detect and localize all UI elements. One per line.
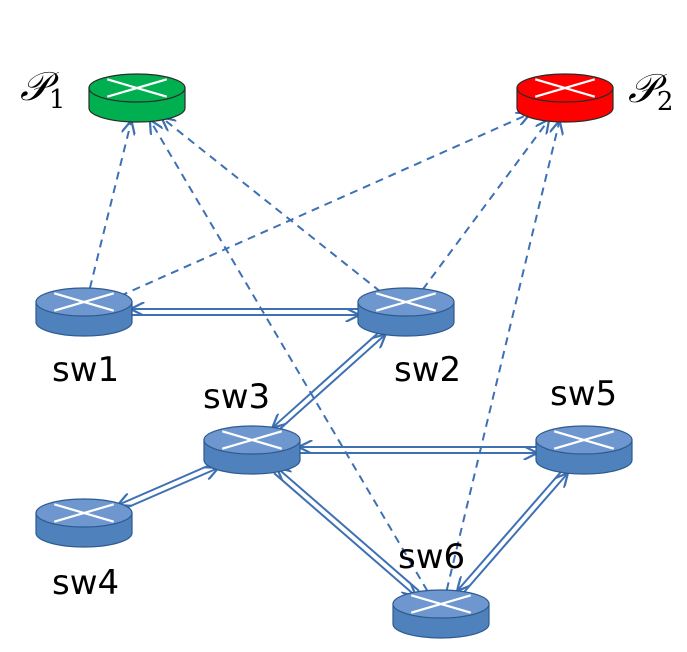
control-link-line: [88, 122, 131, 289]
cross-line: [534, 78, 596, 98]
switch-sw1-label: sw1: [52, 350, 119, 390]
controller-p2: 𝒫2: [516, 66, 673, 123]
data-link-line: [458, 469, 564, 590]
controller-p2-label: 𝒫2: [628, 66, 673, 117]
router-icon: [88, 73, 186, 123]
switch-sw5-label: sw5: [550, 374, 617, 414]
data-link-line: [273, 329, 382, 427]
cross-line: [375, 292, 437, 312]
switch-icon: [535, 425, 633, 475]
data-link-line: [273, 472, 415, 595]
switch-sw2: sw2: [357, 287, 461, 390]
control-link-line: [119, 114, 529, 297]
switch-icon: [35, 287, 133, 337]
data-links: [119, 309, 567, 595]
switch-sw3-label: sw3: [203, 377, 270, 417]
switch-icon: [203, 425, 301, 475]
data-link-line: [119, 462, 215, 505]
data-link-line: [276, 335, 384, 433]
data-link-line: [278, 469, 420, 592]
controller-p1-label: 𝒫1: [20, 64, 65, 115]
switch-sw6-label: sw6: [398, 537, 465, 577]
switch-icon: [35, 498, 133, 548]
switch-sw3: sw3: [203, 377, 301, 475]
switch-icon: [392, 589, 490, 639]
cross-line: [221, 430, 283, 450]
router-icon: [516, 73, 614, 123]
switch-sw5: sw5: [535, 374, 633, 475]
controller-p1: 𝒫1: [20, 64, 186, 123]
cross-line: [106, 78, 168, 98]
switch-sw2-label: sw2: [394, 350, 461, 390]
switch-sw6: sw6: [392, 537, 490, 639]
control-link-line: [151, 121, 429, 592]
cross-line: [53, 292, 115, 312]
switch-icon: [357, 287, 455, 337]
data-link-line: [121, 468, 217, 511]
data-link-line: [461, 474, 567, 595]
control-link-line: [163, 118, 382, 293]
switch-sw1: sw1: [35, 287, 133, 390]
switch-sw4-label: sw4: [52, 563, 119, 603]
cross-line: [553, 430, 615, 450]
control-link-line: [445, 122, 560, 591]
control-links: [88, 114, 560, 592]
control-link-line: [421, 120, 549, 291]
cross-line: [53, 503, 115, 523]
switch-sw4: sw4: [35, 498, 133, 603]
cross-line: [410, 594, 472, 614]
